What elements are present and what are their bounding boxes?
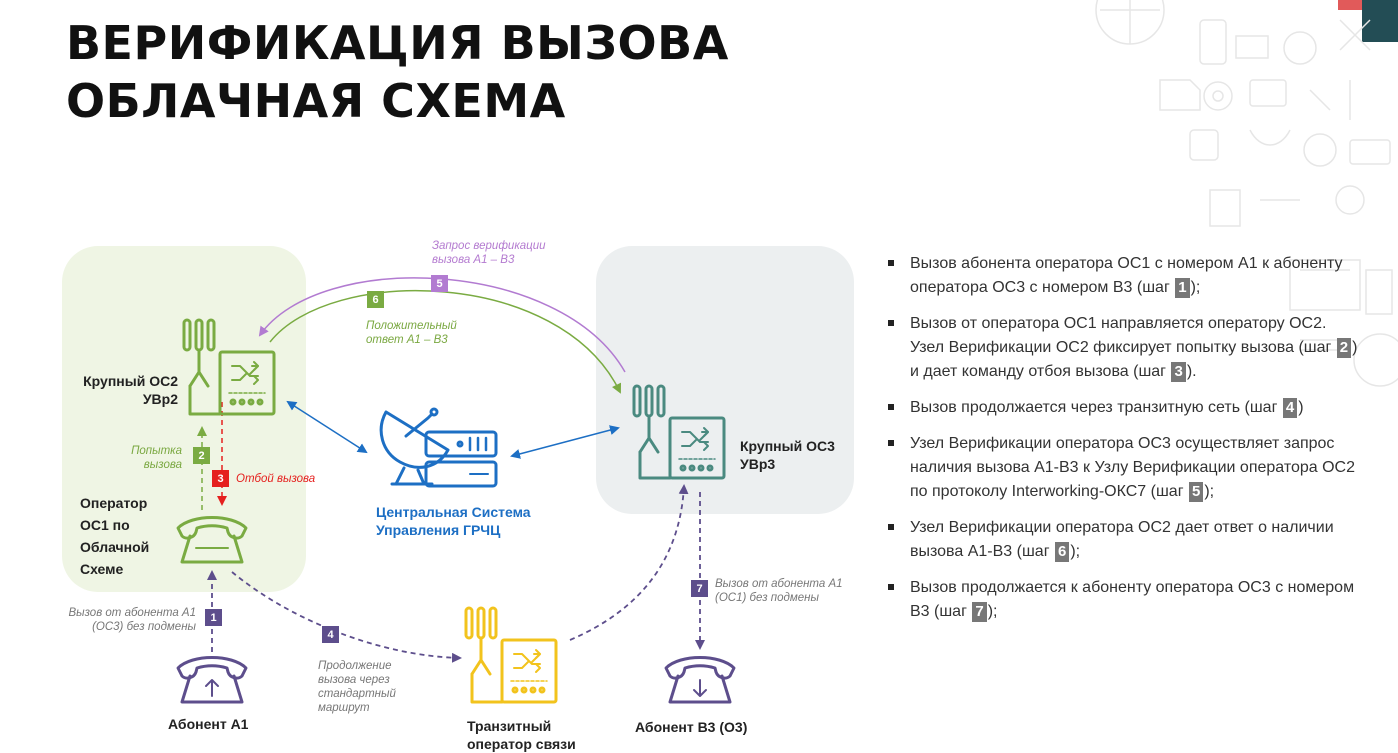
bullet-text: Вызов от оператора ОС1 направляется опер… [910,315,1327,332]
arrow-transit-os3 [569,484,689,641]
note-positive: Положительный ответ А1 – В3 [366,320,457,346]
note-continue: Продолжение вызова через стандартный мар… [318,660,396,714]
operator-phone-icon [176,516,248,564]
bullet-line: и дает команду отбоя вызова (шаг 3). [910,360,1398,384]
bullet-text: по протоколу Interworking-ОКС7 (шаг [910,483,1188,500]
arrow-central-os3 [510,425,620,459]
note-call-b3: Вызов от абонента А1 (ОС1) без подмены [715,578,843,604]
step-number-badge: 4 [1282,398,1298,418]
bullet-item: Вызов продолжается через транзитную сеть… [888,396,1398,420]
bullet-item: Узел Верификации оператора ОС3 осуществл… [888,432,1398,504]
bullet-text: ); [987,603,998,620]
bullet-text: ); [1070,543,1081,560]
step-number-badge: 5 [1188,482,1204,502]
bullet-line: оператора ОС3 с номером В3 (шаг 1); [910,276,1398,300]
step-badge-7: 7 [691,580,708,597]
os3-switch-icon [632,384,726,480]
label-subscriber-a1: Абонент А1 [168,716,249,732]
bullet-line: Вызов продолжается к абоненту оператора … [910,576,1398,600]
step-badge-3: 3 [212,470,229,487]
step-badge-6: 6 [367,291,384,308]
bullet-line: по протоколу Interworking-ОКС7 (шаг 5); [910,480,1398,504]
bullet-text: Вызов продолжается через транзитную сеть… [910,399,1282,416]
bullet-text: ); [1204,483,1215,500]
bullet-line: Узел Верификации оператора ОС3 осуществл… [910,432,1398,456]
step-badge-1: 1 [205,609,222,626]
step-badge-4: 4 [322,626,339,643]
label-central: Центральная Система Управления ГРЧЦ [376,504,531,538]
bullet-line: В3 (шаг 7); [910,600,1398,624]
bullet-text: Узел Верификации ОС2 фиксирует попытку в… [910,339,1336,356]
cloud-scheme-region [62,246,306,592]
bullet-text: наличия вызова А1-В3 к Узлу Верификации … [910,459,1356,476]
arrow-continue [231,571,462,663]
title-line-2: ОБЛАЧНАЯ СХЕМА [66,74,566,128]
bullet-text: Вызов продолжается к абоненту оператора … [910,579,1355,596]
bullet-text: оператора ОС3 с номером В3 (шаг [910,279,1175,296]
note-request: Запрос верификации вызова А1 – В3 [432,240,546,266]
bullet-text: Узел Верификации оператора ОС2 дает отве… [910,519,1334,536]
bullet-line: Вызов от оператора ОС1 направляется опер… [910,312,1398,336]
transit-switch-icon [464,606,558,704]
bullet-line: наличия вызова А1-В3 к Узлу Верификации … [910,456,1398,480]
label-os2: Крупный ОС2 УВр2 [83,373,178,407]
steps-description-list: Вызов абонента оператора ОС1 с номером А… [888,252,1398,636]
slide-title: ВЕРИФИКАЦИЯ ВЫЗОВА ОБЛАЧНАЯ СХЕМА [66,14,729,130]
label-transit: Транзитный оператор связи [467,718,576,752]
title-line-1: ВЕРИФИКАЦИЯ ВЫЗОВА [66,16,729,70]
step-badge-5: 5 [431,275,448,292]
step-number-badge: 2 [1336,338,1352,358]
step-number-badge: 3 [1171,362,1186,382]
bullet-line: Вызов продолжается через транзитную сеть… [910,396,1398,420]
note-call-a1: Вызов от абонента А1 (ОС3) без подмены [68,607,196,633]
step-badge-2: 2 [193,447,210,464]
arrow-central-os2 [286,400,368,454]
bullet-item: Вызов от оператора ОС1 направляется опер… [888,312,1398,384]
note-attempt: Попытка вызова [131,445,182,471]
bullet-item: Вызов абонента оператора ОС1 с номером А… [888,252,1398,300]
arrow-positive-answer [269,290,622,394]
step-number-badge: 1 [1175,278,1190,298]
bullet-text: ) [1352,339,1358,356]
bullet-text: ) [1298,399,1304,416]
step-number-badge: 7 [972,602,987,622]
step-number-badge: 6 [1054,542,1070,562]
subscriber-b3-phone-icon [664,656,736,704]
bullet-text: В3 (шаг [910,603,972,620]
bullet-text: Узел Верификации оператора ОС3 осуществл… [910,435,1335,452]
bullet-item: Вызов продолжается к абоненту оператора … [888,576,1398,624]
central-system-icon [379,407,498,488]
bullet-text: Вызов абонента оператора ОС1 с номером А… [910,255,1343,272]
bullet-text: вызова А1-В3 (шаг [910,543,1054,560]
os2-switch-icon [182,318,276,416]
label-os3: Крупный ОС3 УВр3 [740,438,835,472]
bullet-text: ). [1186,363,1197,380]
bullet-line: Вызов абонента оператора ОС1 с номером А… [910,252,1398,276]
bullet-text: ); [1190,279,1201,296]
bullet-text: и дает команду отбоя вызова (шаг [910,363,1171,380]
bullet-item: Узел Верификации оператора ОС2 дает отве… [888,516,1398,564]
label-operator-os1: Оператор ОС1 по Облачной Схеме [80,495,150,577]
label-subscriber-b3: Абонент В3 (О3) [635,719,748,735]
note-drop: Отбой вызова [236,473,316,485]
subscriber-a1-phone-icon [176,656,248,704]
bullet-line: Узел Верификации оператора ОС2 дает отве… [910,516,1398,540]
background-pattern [1095,0,1398,387]
bullet-line: вызова А1-В3 (шаг 6); [910,540,1398,564]
bullet-line: Узел Верификации ОС2 фиксирует попытку в… [910,336,1398,360]
